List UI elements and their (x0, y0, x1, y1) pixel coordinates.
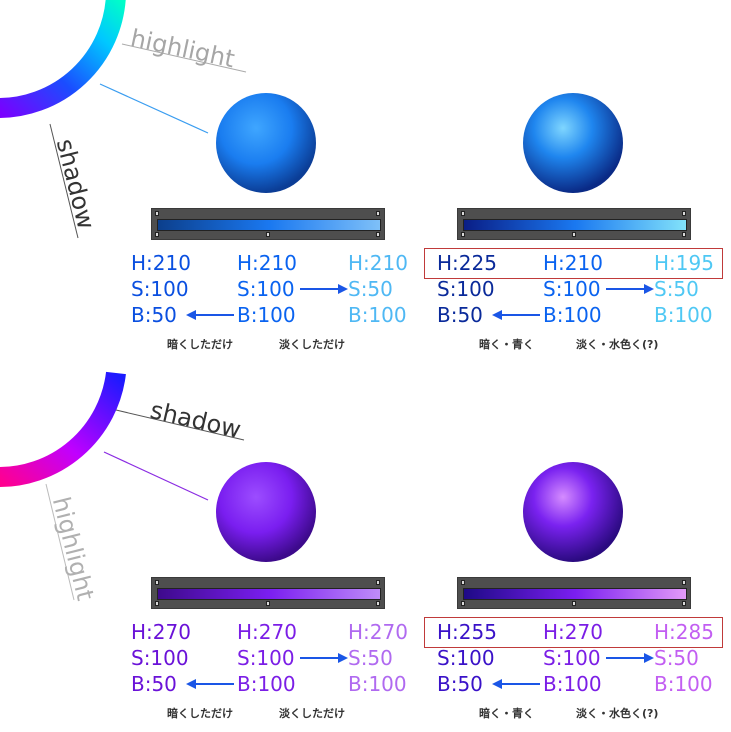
gradient-stop[interactable] (572, 601, 576, 606)
b-value: B:100 (348, 303, 407, 327)
sphere-purple-left (216, 462, 316, 562)
h-value: H:285 (654, 620, 714, 644)
gradient-stop[interactable] (682, 580, 686, 585)
caption-lightened: 淡くしただけ (279, 707, 345, 720)
gradient-stop[interactable] (461, 232, 465, 237)
caption-darkened: 暗くしただけ (167, 338, 233, 351)
gradient-stop[interactable] (682, 232, 686, 237)
gradient-stop[interactable] (376, 232, 380, 237)
gradient-stop[interactable] (461, 601, 465, 606)
gradient-bar (463, 588, 687, 600)
highlight-pointer-line-top (99, 83, 209, 134)
s-value: S:50 (348, 646, 393, 670)
arrow-right-top-right (606, 284, 654, 294)
b-value: B:100 (237, 303, 296, 327)
h-value: H:270 (348, 620, 408, 644)
gradient-panel-bottom-left (151, 577, 385, 609)
gradient-stop[interactable] (376, 601, 380, 606)
highlight-label-line-top (121, 43, 247, 73)
arrow-left-top-right (492, 310, 540, 320)
arrow-left-bottom-right (492, 679, 540, 689)
gradient-stop[interactable] (461, 211, 465, 216)
arrow-right-bottom-left (300, 653, 348, 663)
s-value: S:100 (543, 646, 601, 670)
gradient-panel-bottom-right (457, 577, 691, 609)
b-value: B:100 (654, 303, 713, 327)
b-value: B:50 (131, 672, 177, 696)
gradient-panel-top-right (457, 208, 691, 240)
s-value: S:100 (437, 646, 495, 670)
highlight-box-top-right (424, 248, 723, 279)
caption-lighter-cyan: 淡く・水色く(?) (576, 707, 659, 720)
gradient-stop[interactable] (155, 232, 159, 237)
sphere-blue-right (523, 93, 623, 193)
shadow-label-line-bottom (115, 409, 245, 441)
b-value: B:50 (131, 303, 177, 327)
h-value: H:270 (131, 620, 191, 644)
caption-darkened: 暗くしただけ (167, 707, 233, 720)
highlight-box-bottom-right (424, 617, 723, 648)
h-value: H:195 (654, 251, 714, 275)
h-value: H:210 (131, 251, 191, 275)
h-value: H:270 (543, 620, 603, 644)
sphere-purple-right (523, 462, 623, 562)
gradient-stop[interactable] (572, 232, 576, 237)
h-value: H:210 (543, 251, 603, 275)
shadow-label-line-top (49, 123, 79, 239)
gradient-stop[interactable] (266, 232, 270, 237)
arrow-right-top-left (300, 284, 348, 294)
s-value: S:50 (654, 277, 699, 301)
shadow-pointer-line-bottom (103, 451, 209, 501)
color-wheel-arc-bottom (0, 371, 126, 487)
gradient-stop[interactable] (682, 211, 686, 216)
b-value: B:100 (348, 672, 407, 696)
gradient-bar (157, 219, 381, 231)
b-value: B:100 (237, 672, 296, 696)
gradient-stop[interactable] (155, 211, 159, 216)
gradient-panel-top-left (151, 208, 385, 240)
s-value: S:100 (131, 277, 189, 301)
b-value: B:100 (543, 303, 602, 327)
gradient-stop[interactable] (461, 580, 465, 585)
h-value: H:225 (437, 251, 497, 275)
b-value: B:50 (437, 303, 483, 327)
s-value: S:100 (131, 646, 189, 670)
arrow-left-top-left (186, 310, 234, 320)
gradient-bar (463, 219, 687, 231)
highlight-label-line-bottom (45, 483, 75, 601)
gradient-bar (157, 588, 381, 600)
s-value: S:50 (348, 277, 393, 301)
b-value: B:100 (654, 672, 713, 696)
caption-darker-bluer: 暗く・青く (479, 707, 534, 720)
arrow-left-bottom-left (186, 679, 234, 689)
h-value: H:270 (237, 620, 297, 644)
s-value: S:50 (654, 646, 699, 670)
s-value: S:100 (237, 646, 295, 670)
s-value: S:100 (437, 277, 495, 301)
gradient-stop[interactable] (376, 580, 380, 585)
b-value: B:50 (437, 672, 483, 696)
gradient-stop[interactable] (155, 601, 159, 606)
caption-lighter-cyan: 淡く・水色く(?) (576, 338, 659, 351)
h-value: H:210 (348, 251, 408, 275)
gradient-stop[interactable] (266, 601, 270, 606)
color-wheel-arc-top (0, 0, 126, 118)
s-value: S:100 (543, 277, 601, 301)
h-value: H:255 (437, 620, 497, 644)
h-value: H:210 (237, 251, 297, 275)
caption-darker-bluer: 暗く・青く (479, 338, 534, 351)
gradient-stop[interactable] (376, 211, 380, 216)
gradient-stop[interactable] (682, 601, 686, 606)
caption-lightened: 淡くしただけ (279, 338, 345, 351)
gradient-stop[interactable] (155, 580, 159, 585)
b-value: B:100 (543, 672, 602, 696)
s-value: S:100 (237, 277, 295, 301)
sphere-blue-left (216, 93, 316, 193)
arrow-right-bottom-right (606, 653, 654, 663)
